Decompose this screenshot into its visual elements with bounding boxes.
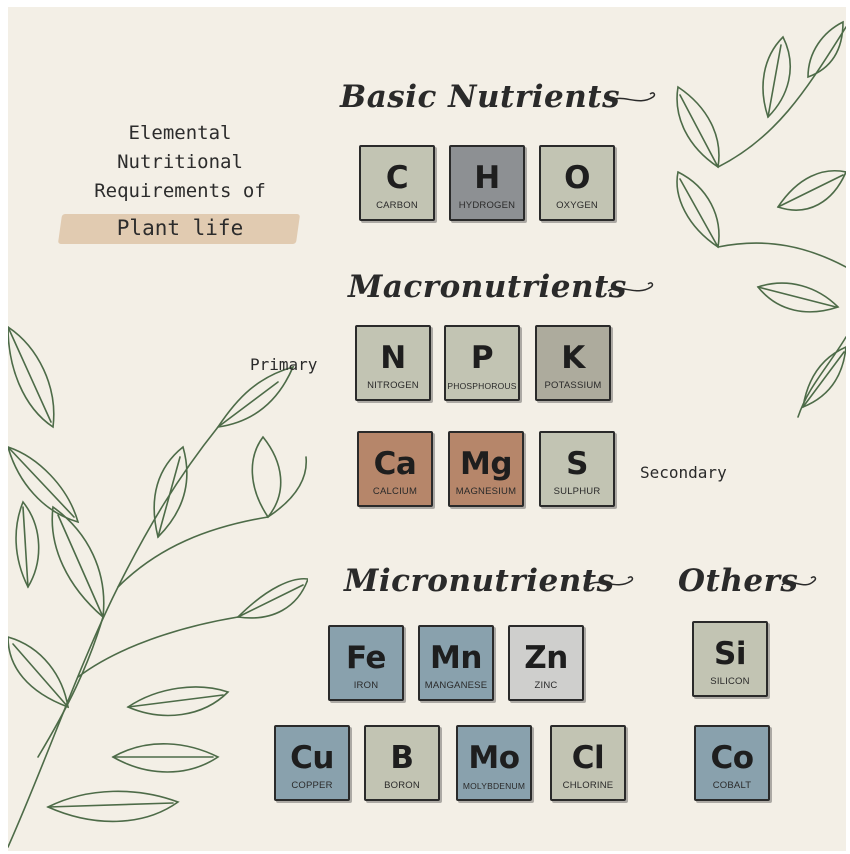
heading-macronutrients: Macronutrients: [348, 269, 627, 305]
element-name: MANGANESE: [424, 680, 488, 691]
label-primary: Primary: [250, 355, 318, 374]
element-name: CARBON: [376, 200, 418, 211]
heading-basic-nutrients: Basic Nutrients: [340, 79, 621, 115]
element-symbol: Cu: [290, 740, 334, 776]
element-tile-potassium: K POTASSIUM: [535, 325, 611, 401]
element-name: ZINC: [534, 680, 558, 691]
element-name: IRON: [353, 680, 379, 691]
heading-others: Others: [678, 563, 799, 599]
element-symbol: K: [561, 340, 585, 376]
swash-macro: [607, 282, 654, 292]
element-symbol: Mn: [430, 640, 482, 676]
element-name: PHOSPHOROUS: [447, 381, 517, 391]
poster: Elemental Nutritional Requirements of Pl…: [8, 7, 846, 851]
element-symbol: Ca: [373, 446, 417, 482]
element-symbol: C: [385, 160, 409, 196]
element-symbol: Mg: [459, 446, 513, 482]
element-name: MOLYBDENUM: [462, 781, 526, 791]
title-line-3: Requirements of: [94, 180, 266, 202]
element-tile-nitrogen: N NITROGEN: [355, 325, 431, 401]
element-tile-sulphur: S SULPHUR: [539, 431, 615, 507]
element-symbol: Fe: [346, 640, 386, 676]
swash-others: [781, 576, 817, 586]
swash-basic: [609, 92, 656, 102]
element-name: OXYGEN: [556, 200, 598, 211]
element-symbol: Si: [714, 636, 746, 672]
element-name: BORON: [384, 780, 420, 791]
element-symbol: O: [564, 160, 590, 196]
element-name: COBALT: [712, 780, 752, 791]
title-line-2: Nutritional: [117, 151, 243, 173]
swash-micro: [587, 576, 634, 586]
label-secondary: Secondary: [640, 463, 727, 482]
element-name: SULPHUR: [553, 486, 601, 497]
element-symbol: N: [380, 340, 406, 376]
element-tile-hydrogen: H HYDROGEN: [449, 145, 525, 221]
title-line-1: Elemental: [128, 122, 232, 144]
right-leaf-branch-illustration: [676, 20, 846, 418]
element-symbol: Mo: [468, 740, 520, 776]
element-symbol: H: [474, 160, 500, 196]
left-leaf-branch-illustration: [8, 326, 308, 848]
element-tile-carbon: C CARBON: [359, 145, 435, 221]
element-symbol: Cl: [571, 740, 605, 776]
element-name: MAGNESIUM: [455, 486, 517, 497]
element-symbol: P: [470, 340, 494, 376]
element-symbol: S: [566, 446, 588, 482]
heading-micronutrients: Micronutrients: [344, 563, 615, 599]
element-tile-boron: B BORON: [364, 725, 440, 801]
element-name: CHLORINE: [562, 780, 614, 791]
element-symbol: Co: [710, 740, 754, 776]
element-name: NITROGEN: [367, 380, 419, 391]
element-name: POTASSIUM: [544, 380, 602, 391]
element-name: HYDROGEN: [458, 200, 516, 211]
element-symbol: Zn: [524, 640, 568, 676]
element-tile-oxygen: O OXYGEN: [539, 145, 615, 221]
element-name: CALCIUM: [372, 486, 418, 497]
element-tile-phosphorous: P PHOSPHOROUS: [444, 325, 520, 401]
element-name: SILICON: [710, 676, 750, 687]
element-symbol: B: [390, 740, 414, 776]
element-name: COPPER: [291, 780, 333, 791]
title-line-4: Plant life: [116, 216, 244, 240]
